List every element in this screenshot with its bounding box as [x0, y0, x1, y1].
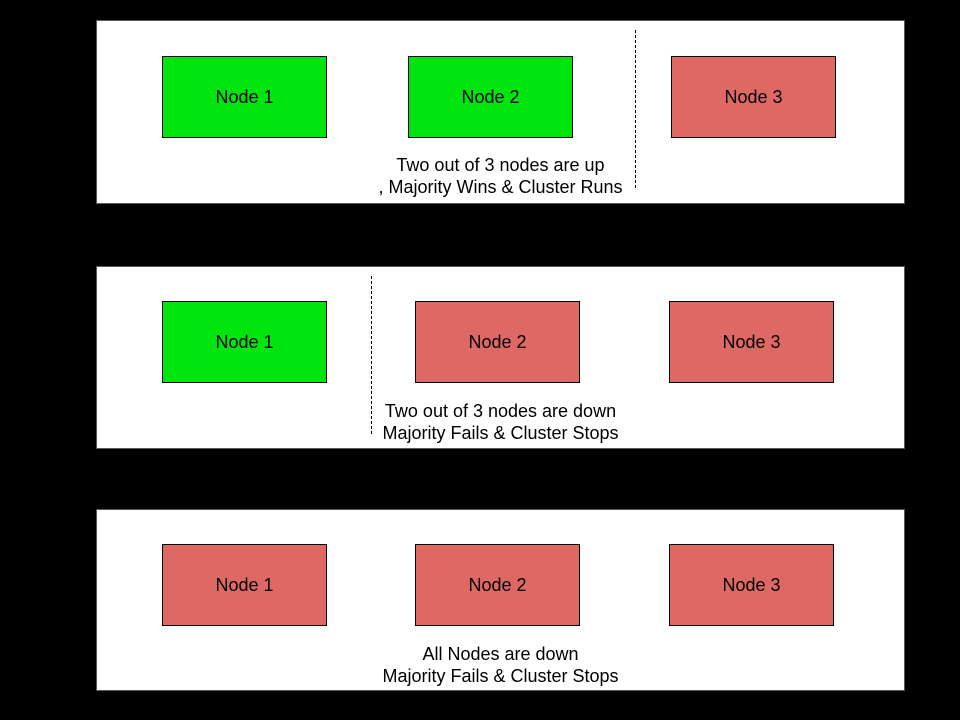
- node-box: Node 1: [162, 56, 327, 138]
- node-box: Node 3: [671, 56, 836, 138]
- scenario-caption: Two out of 3 nodes are down Majority Fai…: [97, 400, 904, 444]
- scenario-panel-two-down: Node 1 Node 2 Node 3 Two out of 3 nodes …: [96, 266, 905, 449]
- scenario-panel-all-down: Node 1 Node 2 Node 3 All Nodes are down …: [96, 509, 905, 691]
- node-box: Node 3: [669, 301, 834, 383]
- caption-line: Two out of 3 nodes are down: [384, 401, 617, 421]
- scenario-caption: All Nodes are down Majority Fails & Clus…: [97, 643, 904, 687]
- node-box: Node 2: [408, 56, 573, 138]
- caption-line: , Majority Wins & Cluster Runs: [378, 177, 623, 197]
- node-box: Node 3: [669, 544, 834, 626]
- node-box: Node 2: [415, 544, 580, 626]
- node-box: Node 1: [162, 301, 327, 383]
- caption-line: Majority Fails & Cluster Stops: [382, 423, 619, 443]
- caption-line: Two out of 3 nodes are up: [396, 155, 605, 175]
- scenario-caption: Two out of 3 nodes are up , Majority Win…: [97, 154, 904, 198]
- caption-line: Majority Fails & Cluster Stops: [382, 666, 619, 686]
- partition-divider-line: [371, 276, 372, 434]
- caption-line: All Nodes are down: [422, 644, 579, 664]
- node-box: Node 2: [415, 301, 580, 383]
- node-box: Node 1: [162, 544, 327, 626]
- partition-divider-line: [635, 30, 636, 188]
- scenario-panel-two-up: Node 1 Node 2 Node 3 Two out of 3 nodes …: [96, 20, 905, 204]
